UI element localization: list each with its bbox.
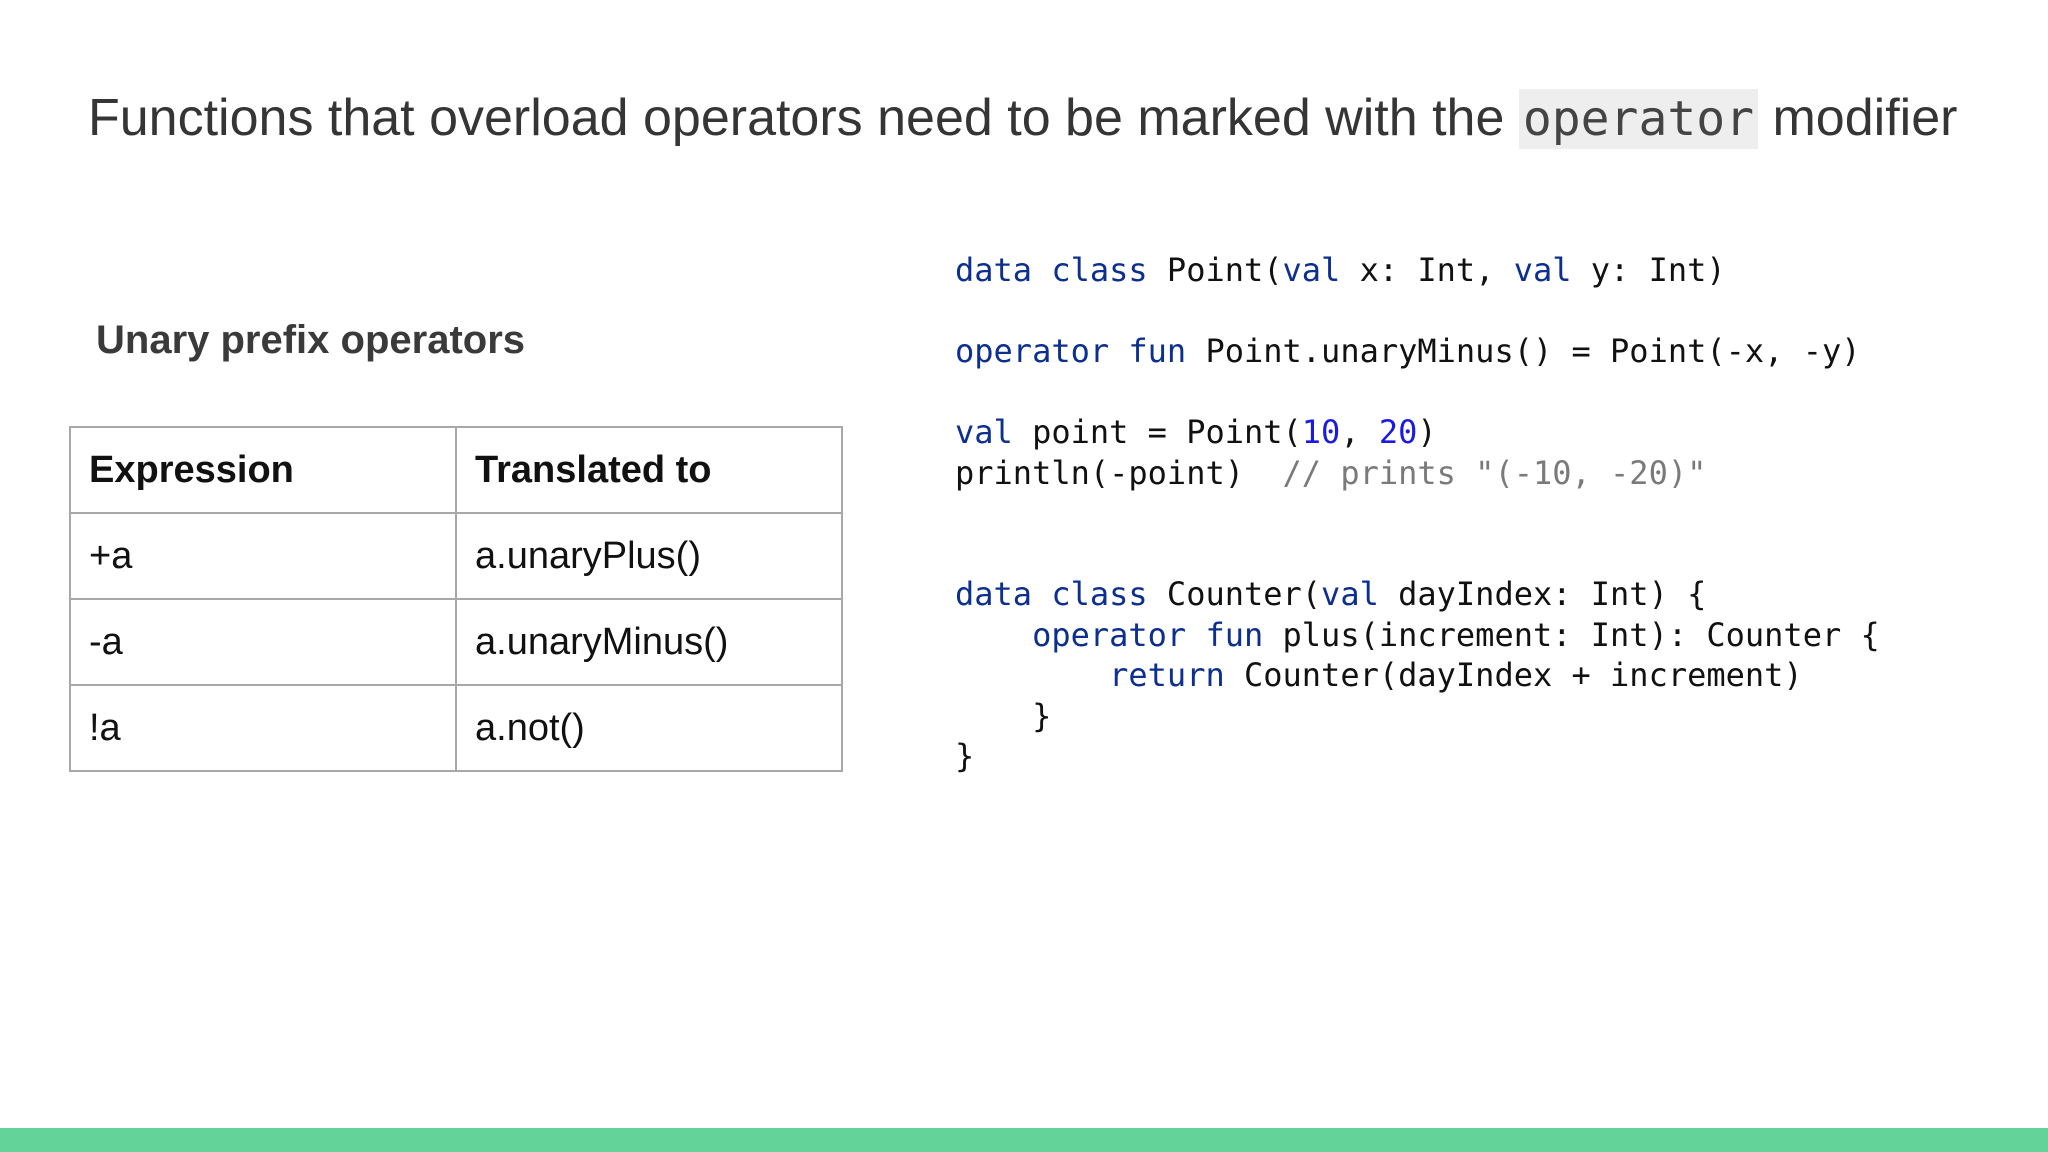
code-text: y: Int) (1571, 251, 1726, 289)
code-keyword: val (955, 413, 1013, 451)
table-row: !a a.not() (69, 684, 843, 772)
code-keyword: class (1051, 251, 1148, 289)
code-text (955, 656, 1109, 694)
code-text: } (955, 737, 975, 775)
code-line: } (955, 696, 1880, 737)
expression-cell: !a (69, 684, 457, 772)
code-keyword: return (1109, 656, 1225, 694)
code-text: println(-point) (955, 453, 1283, 492)
translation-cell: a.unaryMinus() (455, 598, 843, 686)
title-text-start: Functions that overload operators need t… (88, 89, 1519, 147)
translation-cell: a.not() (455, 684, 843, 772)
code-keyword: operator (1032, 615, 1187, 654)
expression-cell: +a (69, 512, 457, 600)
code-block: data class Point(val x: Int, val y: Int)… (955, 250, 1880, 777)
code-number: 10 (1301, 413, 1341, 451)
code-text: , (1340, 413, 1379, 451)
code-keyword: fun (1128, 332, 1187, 370)
code-text: Point( (1147, 251, 1283, 289)
code-line: println(-point) // prints "(-10, -20)" (955, 453, 1880, 494)
code-keyword: operator (955, 332, 1110, 370)
code-text (955, 616, 1032, 654)
code-keyword: fun (1205, 615, 1264, 654)
code-number: 20 (1378, 413, 1418, 451)
code-keyword: val (1282, 251, 1341, 289)
code-line: } (955, 736, 1880, 777)
code-line (955, 493, 1880, 534)
code-line: return Counter(dayIndex + increment) (955, 655, 1880, 696)
code-keyword: val (1513, 251, 1572, 289)
table-row: +a a.unaryPlus() (69, 512, 843, 600)
code-text: point = Point( (1012, 413, 1302, 451)
code-text: ) (1417, 413, 1437, 451)
code-text: dayIndex: Int) { (1378, 575, 1707, 613)
code-text: Counter( (1147, 575, 1322, 613)
code-line (955, 372, 1880, 413)
code-keyword: class (1051, 575, 1148, 613)
code-comment: // prints "(-10, -20)" (1282, 453, 1707, 492)
code-text (1109, 332, 1128, 370)
code-keyword: data (955, 251, 1033, 289)
code-text: x: Int, (1340, 251, 1514, 289)
header-translated-to: Translated to (455, 426, 843, 514)
code-text: Point.unaryMinus() = Point(-x, -y) (1186, 332, 1861, 370)
code-text: } (955, 696, 1052, 735)
code-line: operator fun plus(increment: Int): Count… (955, 615, 1880, 656)
code-line (955, 291, 1880, 332)
code-line: data class Point(val x: Int, val y: Int) (955, 250, 1880, 291)
header-expression: Expression (69, 426, 457, 514)
translation-cell: a.unaryPlus() (455, 512, 843, 600)
code-text: Counter(dayIndex + increment) (1224, 656, 1803, 694)
table-row: -a a.unaryMinus() (69, 598, 843, 686)
table-header-row: Expression Translated to (69, 426, 843, 514)
slide-title: Functions that overload operators need t… (88, 80, 1957, 157)
title-text-end: modifier (1758, 89, 1958, 147)
title-inline-code: operator (1518, 89, 1759, 149)
operator-table: Expression Translated to +a a.unaryPlus(… (69, 426, 843, 772)
code-text (1032, 251, 1051, 289)
bottom-accent-bar (0, 1128, 2048, 1152)
code-line: operator fun Point.unaryMinus() = Point(… (955, 331, 1880, 372)
code-text (1186, 616, 1205, 654)
code-text (1032, 575, 1051, 613)
code-keyword: data (955, 575, 1033, 613)
code-text: plus(increment: Int): Counter { (1263, 615, 1880, 654)
section-heading: Unary prefix operators (96, 318, 526, 362)
code-line: data class Counter(val dayIndex: Int) { (955, 574, 1880, 615)
code-keyword: val (1321, 575, 1379, 613)
code-line: val point = Point(10, 20) (955, 412, 1880, 453)
code-line (955, 534, 1880, 575)
expression-cell: -a (69, 598, 457, 686)
